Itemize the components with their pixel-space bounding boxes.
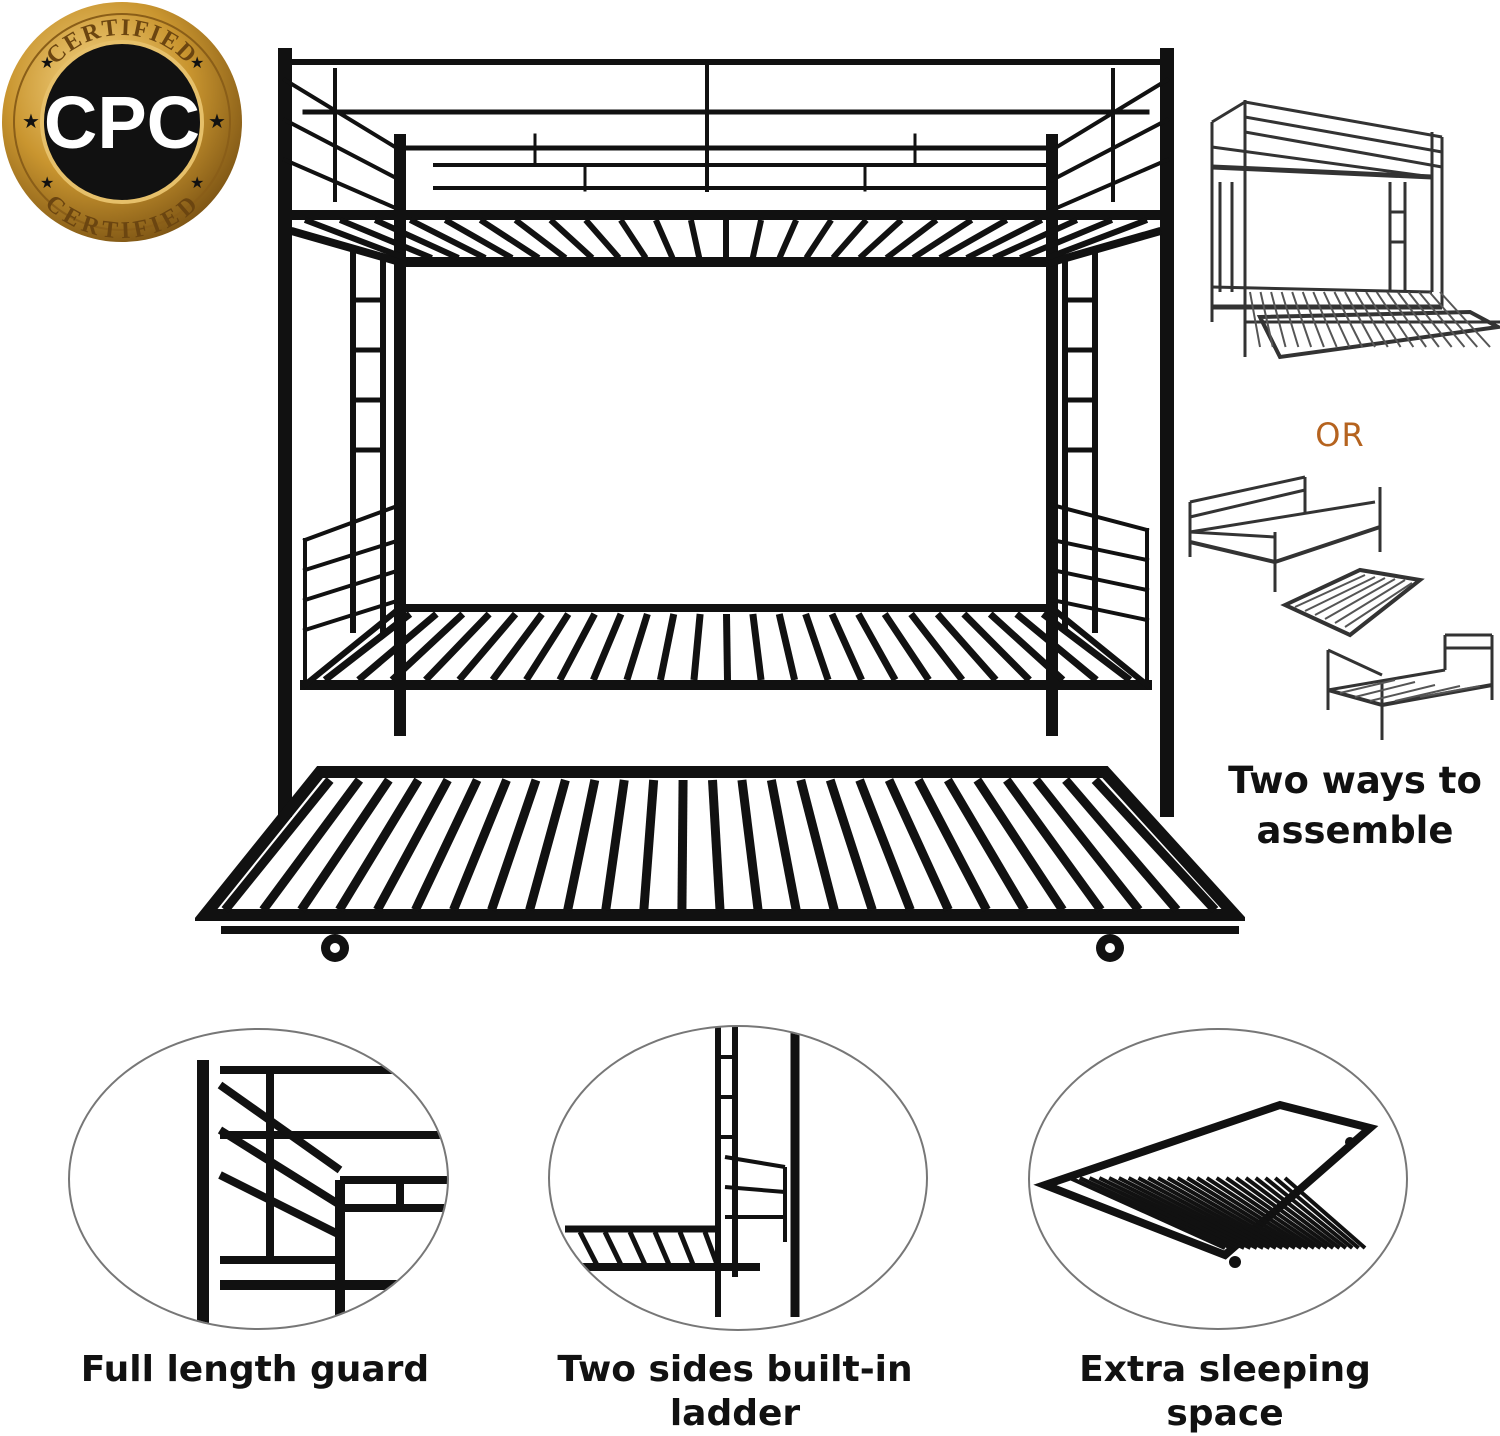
trundle-closeup-image [1033,1100,1379,1268]
twin-bed-thumbnail [1188,475,1382,592]
star-icon: ★ [40,53,54,72]
feature-caption-trundle: Extra sleeping space [1079,1349,1371,1434]
trundle-closeup-oval [1028,1028,1408,1330]
feature-caption-ladder: Two sides built-in ladder [557,1349,913,1434]
ladder-closeup-oval [548,1025,928,1331]
two-ways-caption: Two ways to assemble [1228,759,1482,852]
star-icon: ★ [190,53,204,72]
feature-caption-guard: Full length guard [80,1349,430,1390]
star-icon: ★ [208,109,226,133]
bunk-with-trundle-thumbnail [1210,100,1500,360]
or-separator: OR [1315,416,1365,454]
badge-center-text: CPC [44,81,200,164]
cpc-certified-badge: CERTIFIED CERTIFIED CPC ★ ★ ★ ★ ★ ★ [2,2,242,244]
star-icon: ★ [22,109,40,133]
second-bed-thumbnail [1326,633,1494,740]
guard-closeup-oval [68,1028,449,1330]
star-icon: ★ [190,173,204,192]
ladder-closeup-image [565,1027,800,1317]
star-icon: ★ [40,173,54,192]
guard-rail-closeup-image [197,1060,447,1328]
trundle-thumbnail [1280,567,1425,638]
bunk-bed-with-trundle-image [195,48,1245,962]
